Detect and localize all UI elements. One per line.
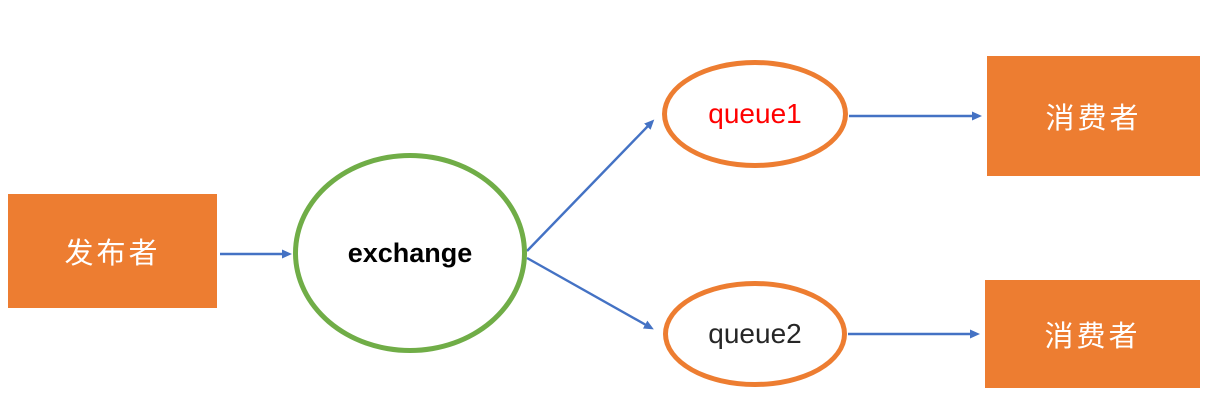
node-consumer-bottom: 消费者 xyxy=(985,280,1200,388)
node-queue1: queue1 xyxy=(662,60,848,168)
node-publisher: 发布者 xyxy=(8,194,217,308)
node-exchange: exchange xyxy=(293,153,527,353)
queue1-label: queue1 xyxy=(708,98,802,129)
node-consumer-top: 消费者 xyxy=(987,56,1200,176)
arrow-exchange-to-queue2 xyxy=(526,256,654,330)
publisher-label: 发布者 xyxy=(64,238,161,270)
node-queue2: queue2 xyxy=(663,281,847,387)
arrow-exchange-to-queue1 xyxy=(526,119,655,252)
consumer-top-label: 消费者 xyxy=(1045,103,1142,135)
exchange-label: exchange xyxy=(347,237,473,268)
consumer-bottom-label: 消费者 xyxy=(1044,321,1141,353)
queue2-label: queue2 xyxy=(708,318,802,349)
